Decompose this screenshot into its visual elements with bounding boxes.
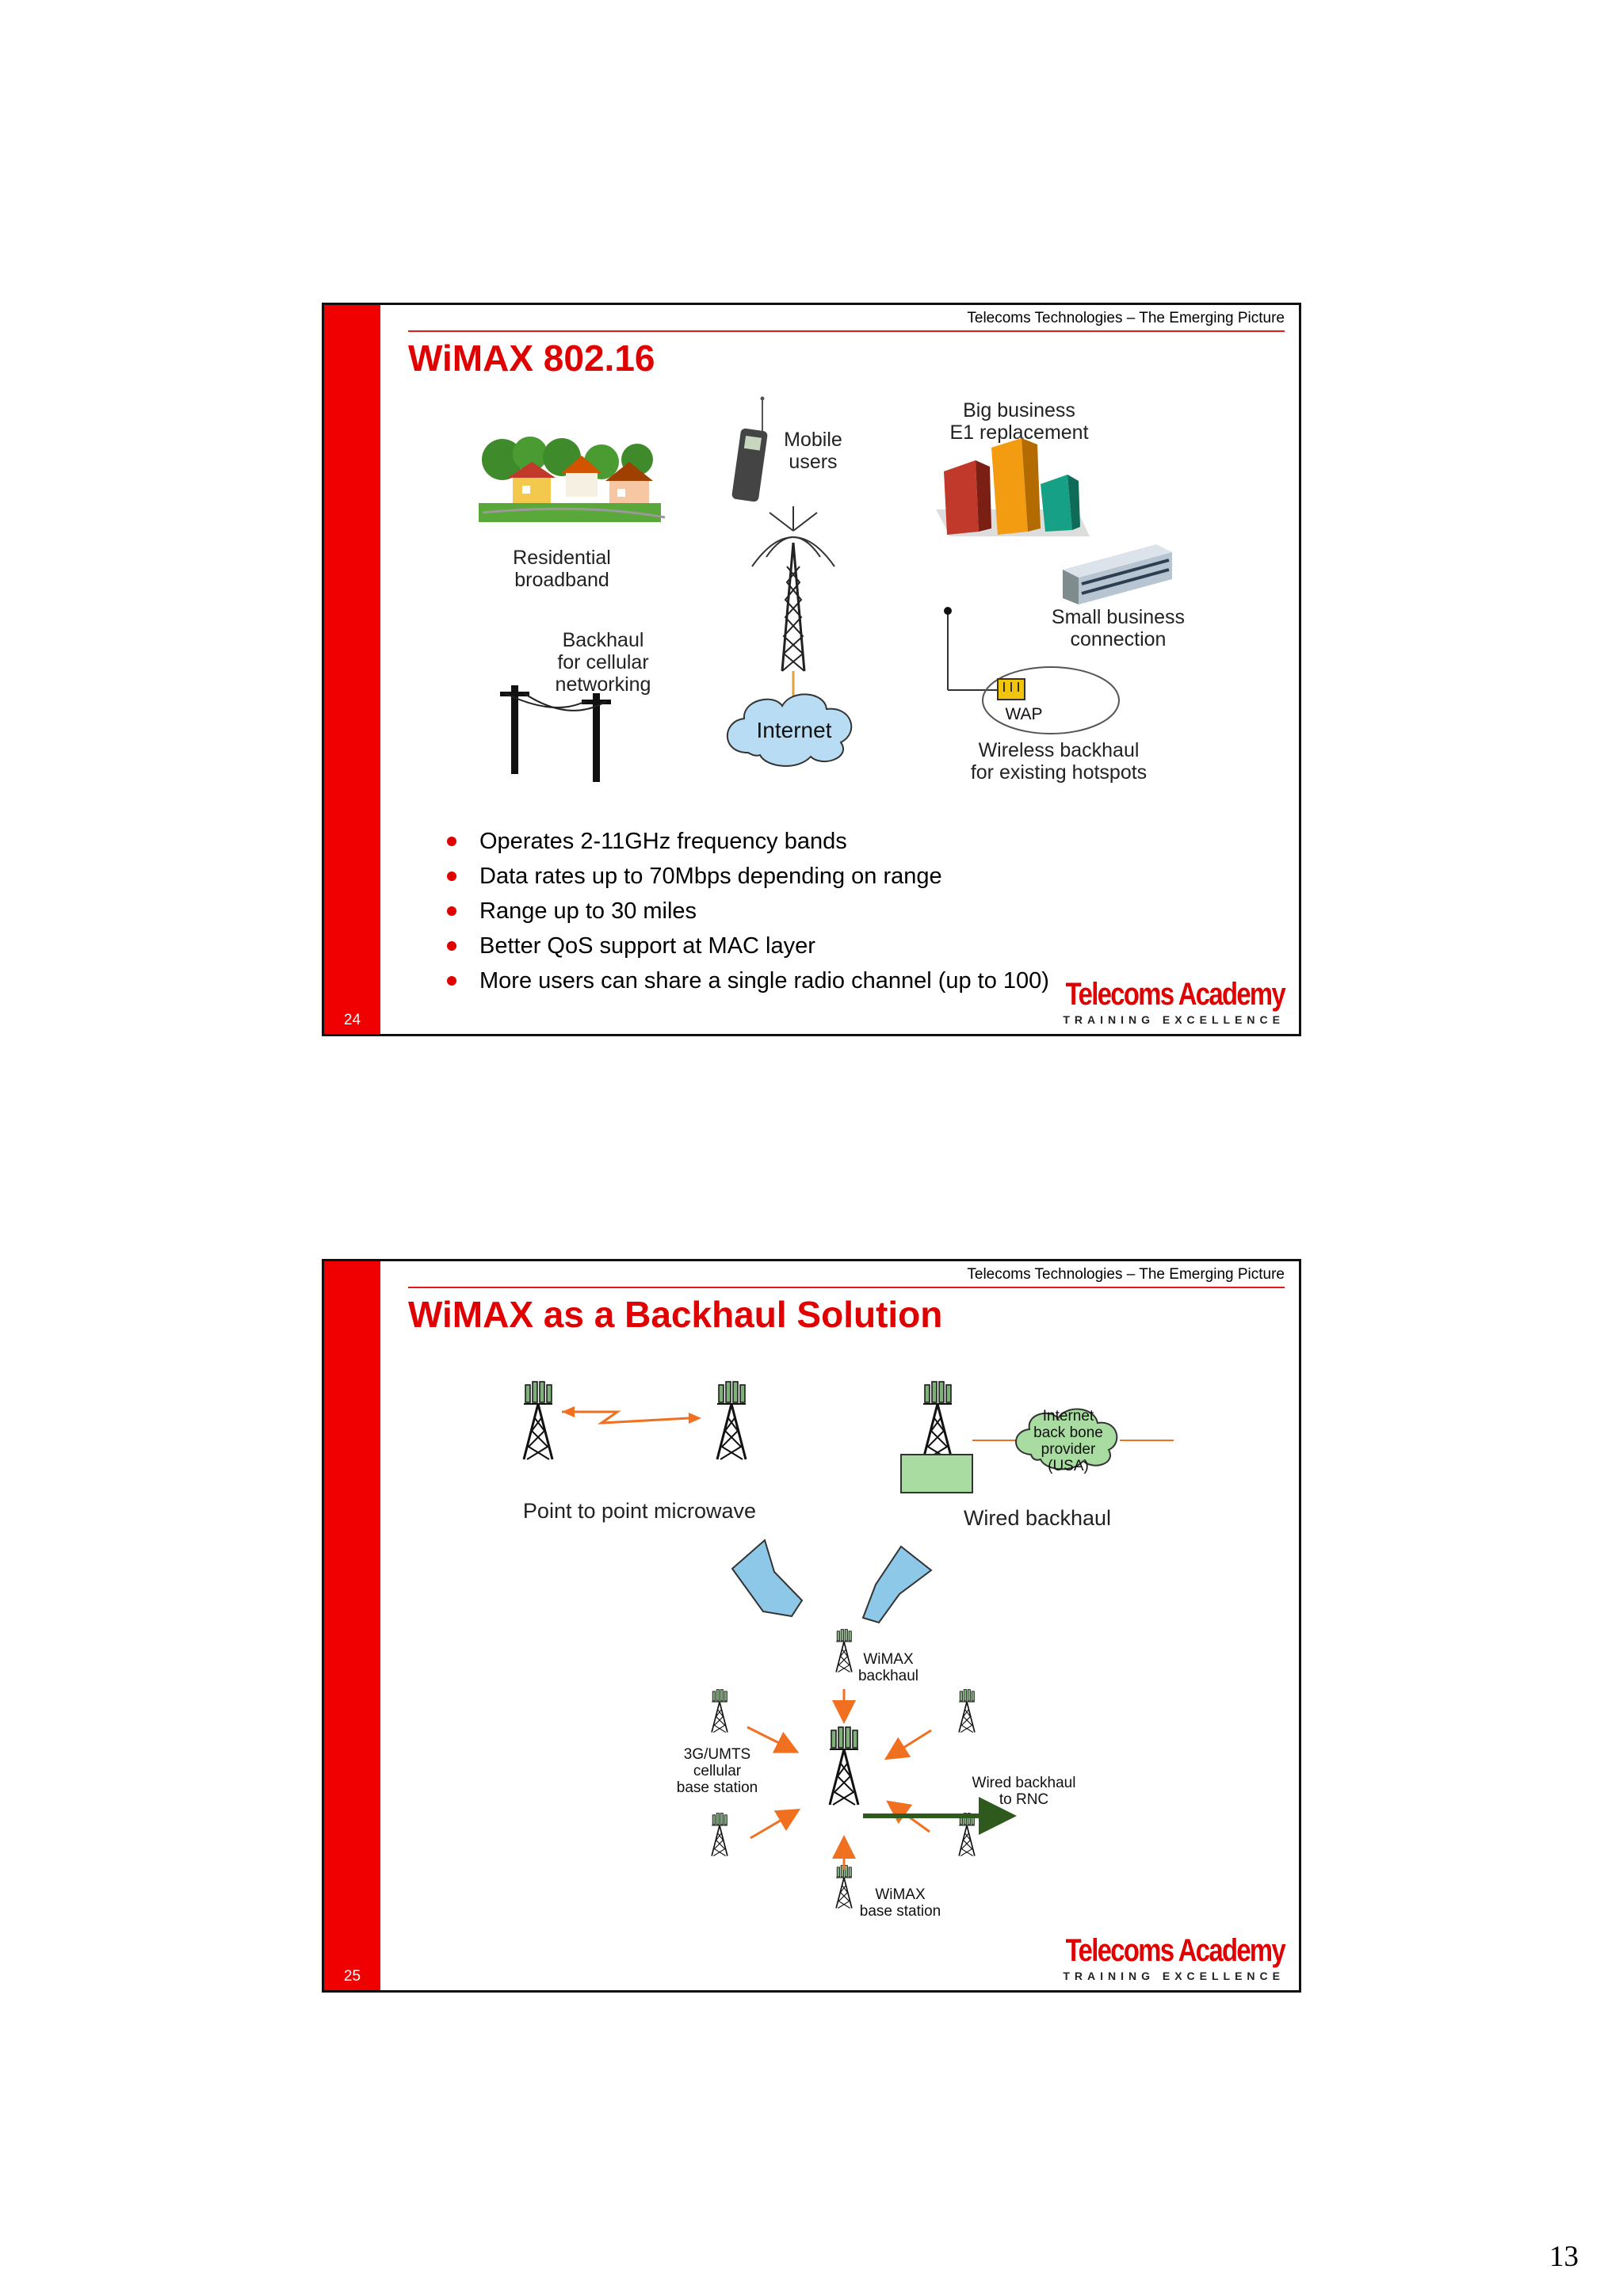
wimax-tower-icon: [752, 506, 834, 714]
wimax-backhaul-tower-icon: [836, 1630, 852, 1672]
small-business-label-1: Small business: [1052, 606, 1185, 628]
big-business-label-1: Big business: [963, 399, 1075, 421]
wimax-base-label-1: WiMAX: [875, 1886, 926, 1903]
tower-icon: [712, 1814, 727, 1856]
page-number: 13: [1549, 2240, 1579, 2274]
mobile-label-2: users: [789, 451, 837, 473]
cellular-label-2: for cellular: [557, 651, 648, 673]
hotspots-label-1: Wireless backhaul: [979, 739, 1140, 761]
hub-tower-icon: [830, 1727, 858, 1805]
provider-label-1: Internet: [1043, 1408, 1094, 1425]
microwave-link-icon: [562, 1412, 689, 1423]
list-item: More users can share a single radio chan…: [443, 963, 1049, 998]
equipment-box-icon: [901, 1455, 972, 1493]
umts-label-1: 3G/UMTS: [684, 1746, 750, 1763]
logo-brand: Telecoms Academy: [1066, 978, 1285, 1010]
wired-label: Wired backhaul: [964, 1506, 1111, 1530]
bullet-icon: [447, 837, 456, 846]
telecoms-academy-logo: Telecoms Academy TRAINING EXCELLENCE: [1018, 978, 1285, 1026]
tower-icon: [524, 1382, 552, 1459]
umts-label-3: base station: [677, 1779, 758, 1796]
rnc-label-2: to RNC: [999, 1791, 1048, 1808]
residential-label-1: Residential: [513, 547, 611, 569]
houses-icon: [479, 437, 665, 522]
bullet-icon: [447, 871, 456, 881]
small-business-label-2: connection: [1071, 628, 1167, 650]
bullet-icon: [447, 941, 456, 951]
merge-arrow-icon: [863, 1547, 931, 1623]
list-item: Better QoS support at MAC layer: [443, 929, 1049, 963]
tower-icon: [923, 1382, 952, 1459]
provider-label-3: provider: [1041, 1441, 1096, 1458]
arrowhead-icon: [562, 1406, 575, 1417]
p2p-label: Point to point microwave: [523, 1499, 756, 1523]
arrowhead-icon: [689, 1413, 701, 1424]
wimax-base-tower-icon: [836, 1866, 852, 1909]
internet-label: Internet: [757, 718, 832, 742]
wimax-backhaul-label-1: WiMAX: [863, 1651, 914, 1668]
wimax-backhaul-label-2: backhaul: [858, 1668, 918, 1684]
list-item: Data rates up to 70Mbps depending on ran…: [443, 859, 1049, 894]
slide-number: 25: [324, 1968, 380, 1985]
rnc-label-1: Wired backhaul: [972, 1775, 1076, 1791]
bullet-icon: [447, 906, 456, 916]
logo-brand: Telecoms Academy: [1066, 1935, 1285, 1966]
bullet-icon: [447, 976, 456, 986]
slide-24: 24 Telecoms Technologies – The Emerging …: [322, 303, 1301, 1036]
logo-tagline: TRAINING EXCELLENCE: [1018, 1970, 1285, 1982]
provider-label-2: back bone: [1033, 1425, 1103, 1441]
mobile-label-1: Mobile: [784, 429, 842, 451]
residential-label-2: broadband: [514, 569, 609, 591]
merge-arrow-icon: [732, 1540, 802, 1616]
slide-number: 24: [324, 1012, 380, 1029]
cellular-label-3: networking: [556, 673, 651, 696]
wimax-base-label-2: base station: [860, 1903, 941, 1920]
backhaul-diagram: Point to point microwave Internet back b…: [324, 1261, 1299, 1927]
utility-poles-icon: [500, 685, 611, 782]
umts-tower-icon: [712, 1690, 727, 1733]
tower-icon: [959, 1814, 975, 1856]
umts-label-2: cellular: [693, 1763, 742, 1779]
list-item: Range up to 30 miles: [443, 894, 1049, 929]
tower-icon: [959, 1690, 975, 1733]
wap-label: WAP: [1005, 705, 1042, 723]
telecoms-academy-logo: Telecoms Academy TRAINING EXCELLENCE: [1018, 1935, 1285, 1982]
wimax-diagram: Residential broadband Mobile users Big b…: [324, 305, 1299, 812]
hotspots-label-2: for existing hotspots: [971, 761, 1147, 784]
list-item: Operates 2-11GHz frequency bands: [443, 824, 1049, 859]
mobile-phone-icon: [731, 397, 768, 502]
small-business-building-icon: [1063, 544, 1172, 605]
slide-25: 25 Telecoms Technologies – The Emerging …: [322, 1259, 1301, 1993]
logo-tagline: TRAINING EXCELLENCE: [1018, 1013, 1285, 1026]
feature-list: Operates 2-11GHz frequency bands Data ra…: [443, 824, 1049, 998]
office-buildings-icon: [936, 438, 1090, 536]
provider-label-4: (USA): [1048, 1458, 1089, 1474]
cellular-label-1: Backhaul: [563, 629, 644, 651]
tower-icon: [717, 1382, 746, 1459]
